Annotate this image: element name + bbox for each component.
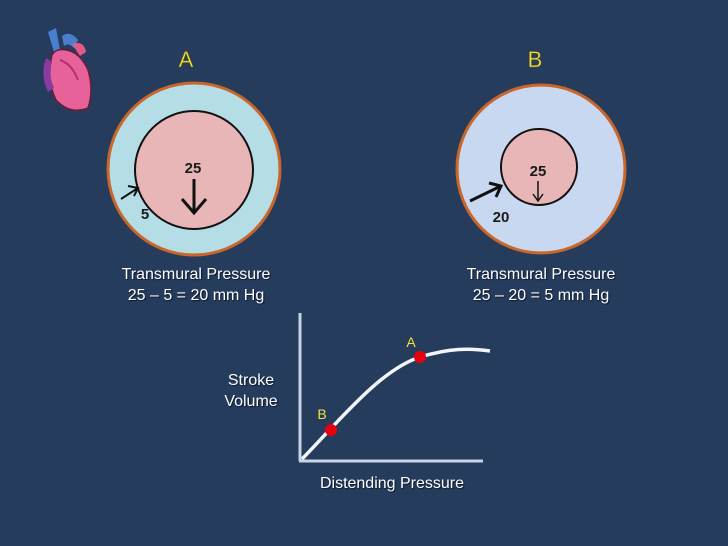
panel-b-label: B	[528, 47, 543, 72]
panel-a-label: A	[179, 47, 194, 72]
caption-b-line1: Transmural Pressure	[466, 266, 616, 283]
graph-point-b	[325, 424, 337, 436]
caption-a-line1: Transmural Pressure	[121, 266, 271, 283]
stroke-volume-graph: A B	[298, 313, 491, 463]
graph-point-b-label: B	[317, 406, 326, 422]
graph-point-a	[414, 351, 426, 363]
heart-icon	[43, 28, 92, 111]
chamber-b: 25 20	[455, 83, 627, 255]
chamber-b-inner-pressure: 25	[530, 163, 547, 180]
graph-point-a-label: A	[406, 334, 416, 350]
chamber-a-inner-pressure: 25	[185, 160, 202, 177]
caption-b: Transmural Pressure 25 – 20 = 5 mm Hg	[441, 264, 641, 306]
arrow-inward-icon	[120, 185, 140, 200]
arrow-down-small-icon	[532, 181, 544, 203]
chamber-b-outer-pressure: 20	[493, 209, 510, 226]
chamber-a-inner	[134, 110, 254, 230]
graph-axes	[298, 313, 483, 463]
caption-b-line2: 25 – 20 = 5 mm Hg	[472, 287, 610, 304]
graph-xlabel: Distending Pressure	[319, 475, 465, 492]
graph-ylabel-line1: Stroke	[227, 372, 275, 389]
chamber-b-inner	[500, 128, 578, 206]
graph-ylabel-line2: Volume	[224, 393, 278, 410]
caption-a: Transmural Pressure 25 – 5 = 20 mm Hg	[96, 264, 296, 306]
frank-starling-curve	[300, 347, 491, 461]
chamber-a-outer-pressure: 5	[141, 206, 149, 223]
arrow-down-icon	[180, 179, 208, 216]
arrow-inward-icon	[469, 181, 504, 203]
caption-a-line2: 25 – 5 = 20 mm Hg	[127, 287, 265, 304]
chamber-a: 25 5	[106, 81, 282, 257]
graph-ylabel: Stroke Volume	[206, 370, 296, 412]
